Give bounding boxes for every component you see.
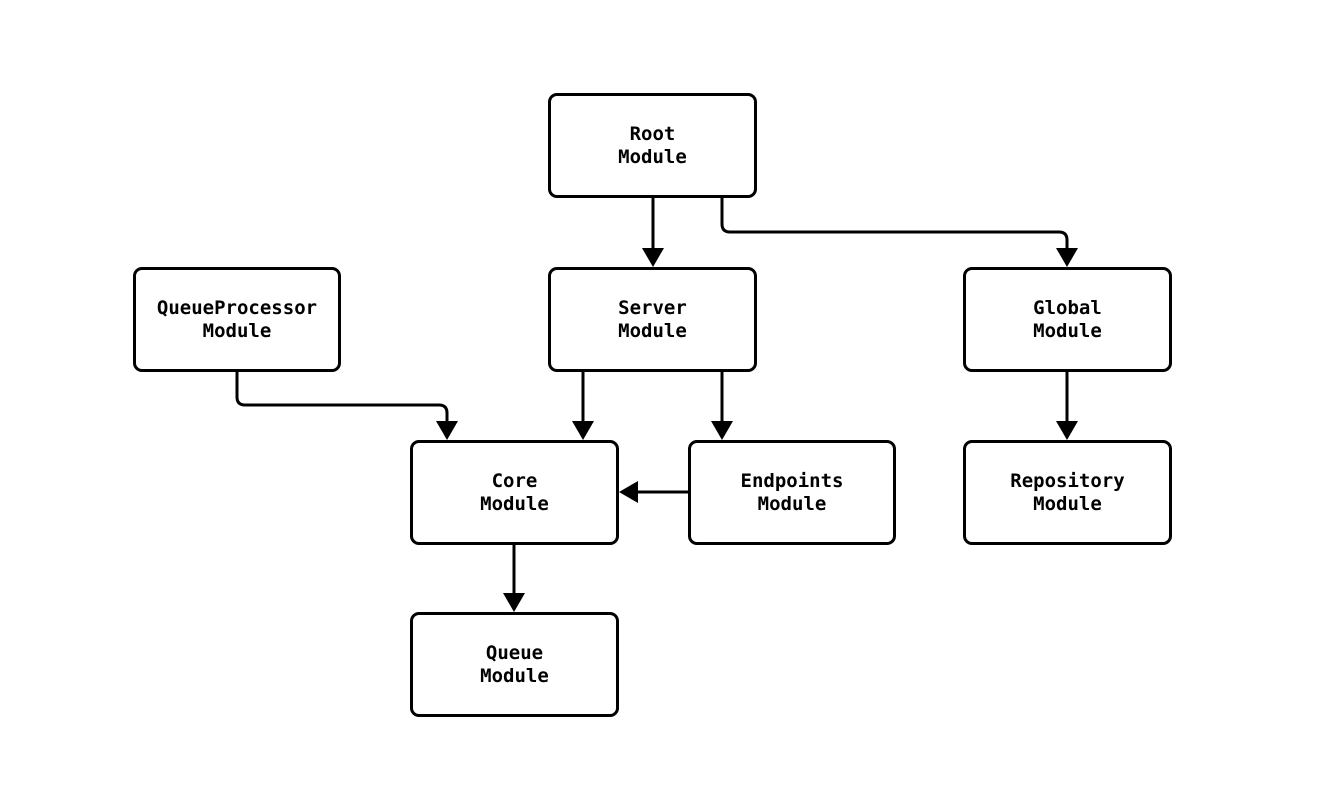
node-global-module: Global Module — [963, 267, 1172, 372]
edge-server-to-core — [572, 372, 594, 440]
arrowhead-icon — [711, 421, 733, 440]
node-label: Root Module — [618, 122, 687, 168]
edge-core-to-queue — [503, 545, 525, 612]
node-repository-module: Repository Module — [963, 440, 1172, 545]
arrowhead-icon — [572, 421, 594, 440]
arrowhead-icon — [1056, 421, 1078, 440]
node-label: Queue Module — [480, 641, 549, 687]
node-queueprocessor-module: QueueProcessor Module — [133, 267, 341, 372]
edge-root-to-server — [642, 197, 664, 267]
node-core-module: Core Module — [410, 440, 619, 545]
node-label: Server Module — [618, 296, 687, 342]
edge-queueprocessor-to-core — [235, 372, 458, 440]
arrowhead-icon — [1056, 248, 1078, 267]
edge-global-to-repository — [1056, 372, 1078, 440]
edge-server-to-endpoints — [711, 372, 733, 440]
node-label: Repository Module — [1010, 469, 1125, 515]
node-root-module: Root Module — [548, 93, 757, 198]
node-label: Endpoints Module — [740, 469, 844, 515]
edge-endpoints-to-core — [619, 481, 688, 503]
node-label: Global Module — [1033, 296, 1102, 342]
arrowhead-icon — [642, 248, 664, 267]
node-server-module: Server Module — [548, 267, 757, 372]
node-label: Core Module — [480, 469, 549, 515]
node-endpoints-module: Endpoints Module — [688, 440, 896, 545]
arrowhead-icon — [436, 421, 458, 440]
arrowhead-icon — [619, 481, 638, 503]
node-label: QueueProcessor Module — [156, 296, 318, 342]
edge-root-to-global — [720, 197, 1078, 267]
arrowhead-icon — [503, 593, 525, 612]
node-queue-module: Queue Module — [410, 612, 619, 717]
